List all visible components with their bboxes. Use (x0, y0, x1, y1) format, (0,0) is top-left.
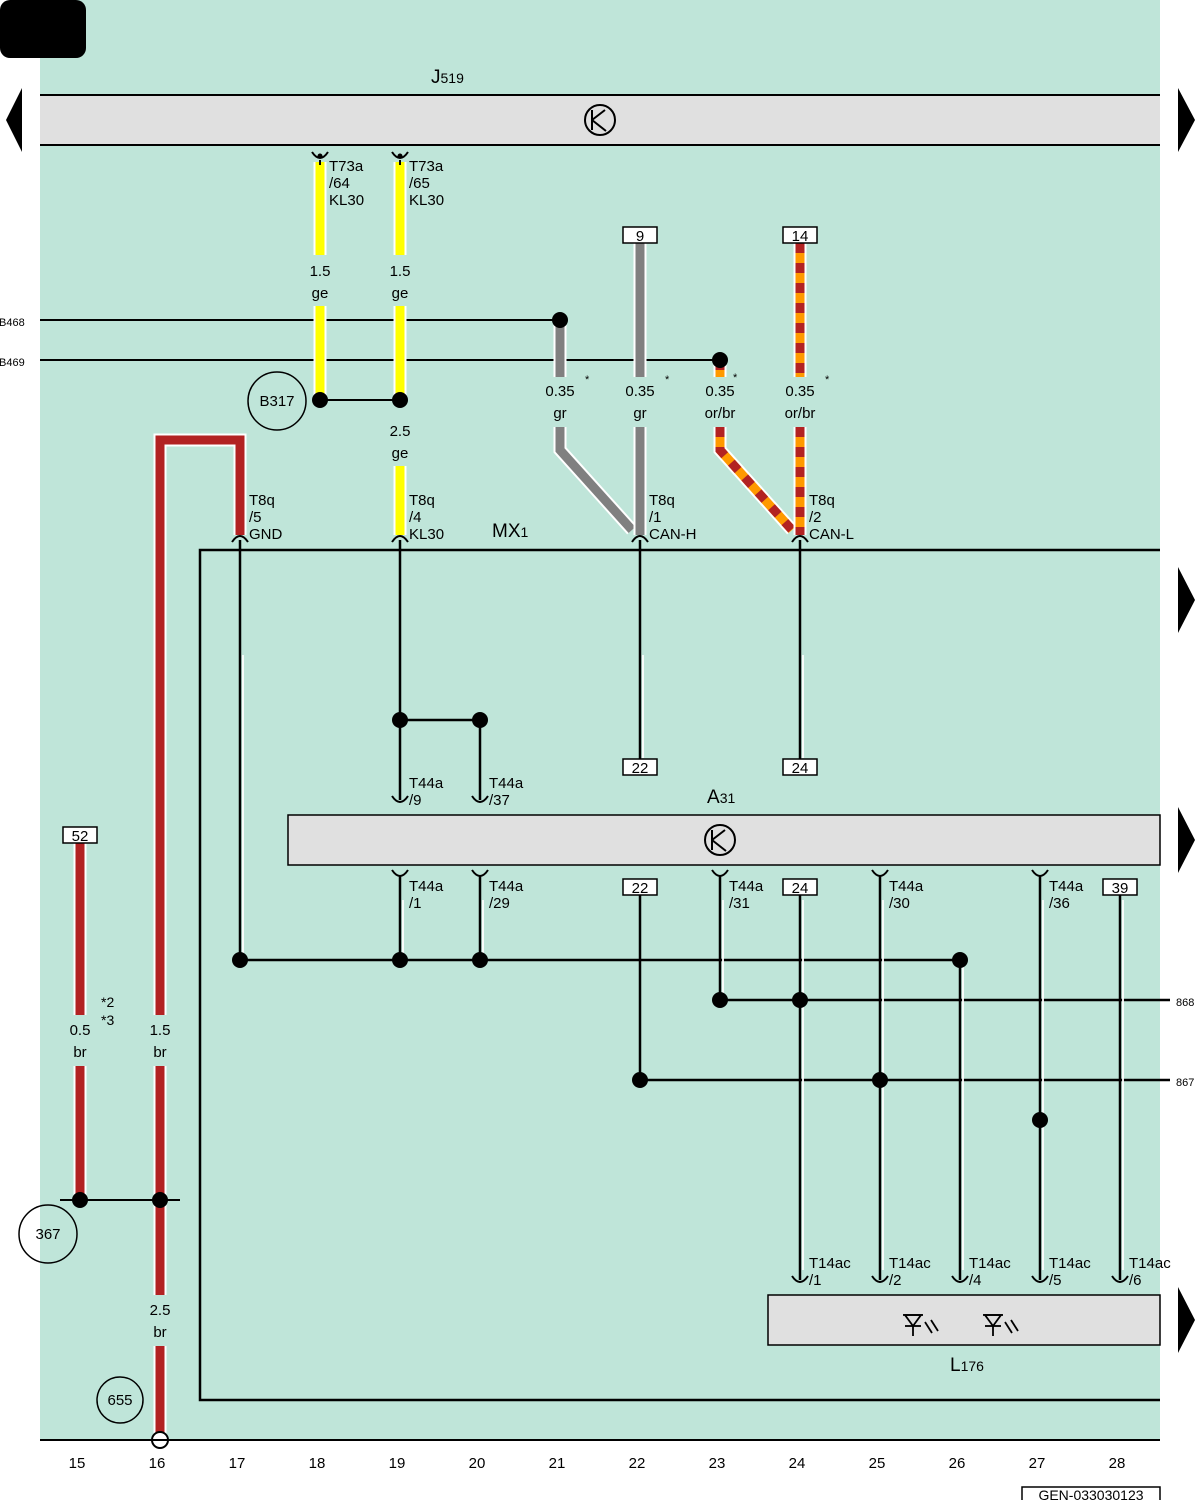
j519-label: J519 (431, 67, 464, 88)
control-unit-icon (704, 824, 736, 856)
led-icon (983, 1314, 1019, 1336)
internal-wires (238, 540, 802, 960)
pin-t44a-37: T44a/37 (489, 775, 524, 809)
svg-text:15: 15 (69, 1455, 86, 1472)
footnote-ref: *2 (101, 994, 114, 1010)
pin-t14ac-6: T14ac/6 (1129, 1255, 1171, 1289)
ground-point-655 (96, 1376, 144, 1424)
line-868-label: 868 (1176, 997, 1194, 1009)
svg-text:28: 28 (1109, 1455, 1126, 1472)
prev-page-arrow-icon[interactable] (6, 88, 22, 152)
page-tab (0, 0, 86, 58)
b468-label: B468 (0, 317, 25, 329)
a31-label: A31 (707, 787, 735, 808)
ref-bot-39: 39 (1112, 880, 1129, 897)
continue-arrow-icon[interactable] (1178, 807, 1195, 873)
p655-label: 655 (107, 1392, 132, 1409)
ref-bot-22: 22 (632, 880, 649, 897)
pin-t44a-29: T44a/29 (489, 878, 524, 912)
asterisk-note: * (585, 374, 590, 386)
asterisk-note: * (733, 372, 738, 384)
pin-t14ac-4: T14ac/4 (969, 1255, 1011, 1289)
ground-point-367 (18, 1204, 78, 1264)
a31-component-box (287, 814, 1161, 866)
lower-wires (240, 875, 1170, 1280)
mx1-label: MX1 (492, 521, 529, 542)
mx1-frame (198, 548, 1160, 1402)
svg-text:17: 17 (229, 1455, 246, 1472)
ref-a31-24: 24 (792, 760, 809, 777)
control-unit-icon (584, 104, 616, 136)
ref-a31-22: 22 (632, 760, 649, 777)
svg-text:16: 16 (149, 1455, 166, 1472)
ref-top-14: 14 (792, 228, 809, 245)
svg-text:19: 19 (389, 1455, 406, 1472)
l176-component-box (767, 1294, 1161, 1346)
asterisk-note: * (825, 374, 830, 386)
svg-text:21: 21 (549, 1455, 566, 1472)
column-numbers: 15 16 17 18 19 20 21 22 23 24 25 26 27 2… (69, 1455, 1126, 1472)
wire-21-22 (553, 243, 647, 535)
wire-23-24 (713, 243, 807, 535)
svg-text:25: 25 (869, 1455, 886, 1472)
j519-component-box (40, 95, 1160, 145)
pin-t44a-30: T44a/30 (889, 878, 924, 912)
b469-label: B469 (0, 357, 25, 369)
svg-text:23: 23 (709, 1455, 726, 1472)
asterisk-note: * (665, 374, 670, 386)
diagram-background (40, 0, 1160, 1440)
led-icon (903, 1314, 939, 1336)
image-code: GEN-033030123 (1038, 1487, 1143, 1500)
svg-text:26: 26 (949, 1455, 966, 1472)
line-867-label: 867 (1176, 1077, 1194, 1089)
pin-t44a-36: T44a/36 (1049, 878, 1084, 912)
pin-t14ac-1: T14ac/1 (809, 1255, 851, 1289)
wire-16-17 (153, 433, 247, 1436)
svg-text:22: 22 (629, 1455, 646, 1472)
pin-t44a-9: T44a/9 (409, 775, 444, 809)
l176-label: L176 (950, 1355, 984, 1376)
b317-label: B317 (259, 393, 294, 410)
pin-t14ac-2: T14ac/2 (889, 1255, 931, 1289)
next-page-arrow-icon[interactable] (1178, 88, 1195, 152)
svg-text:24: 24 (789, 1455, 806, 1472)
continue-arrow-icon[interactable] (1178, 567, 1195, 633)
pin-t14ac-5: T14ac/5 (1049, 1255, 1091, 1289)
pin-t44a-1: T44a/1 (409, 878, 444, 912)
footnote-ref: *3 (101, 1012, 114, 1028)
ref-left-52: 52 (72, 828, 89, 845)
svg-text:20: 20 (469, 1455, 486, 1472)
continue-arrow-icon[interactable] (1178, 1287, 1195, 1353)
ref-top-9: 9 (636, 228, 644, 245)
ground-point-b317 (247, 371, 307, 431)
svg-text:18: 18 (309, 1455, 326, 1472)
svg-text:27: 27 (1029, 1455, 1046, 1472)
pin-t44a-31: T44a/31 (729, 878, 764, 912)
p367-label: 367 (35, 1226, 60, 1243)
ref-bot-24: 24 (792, 880, 809, 897)
